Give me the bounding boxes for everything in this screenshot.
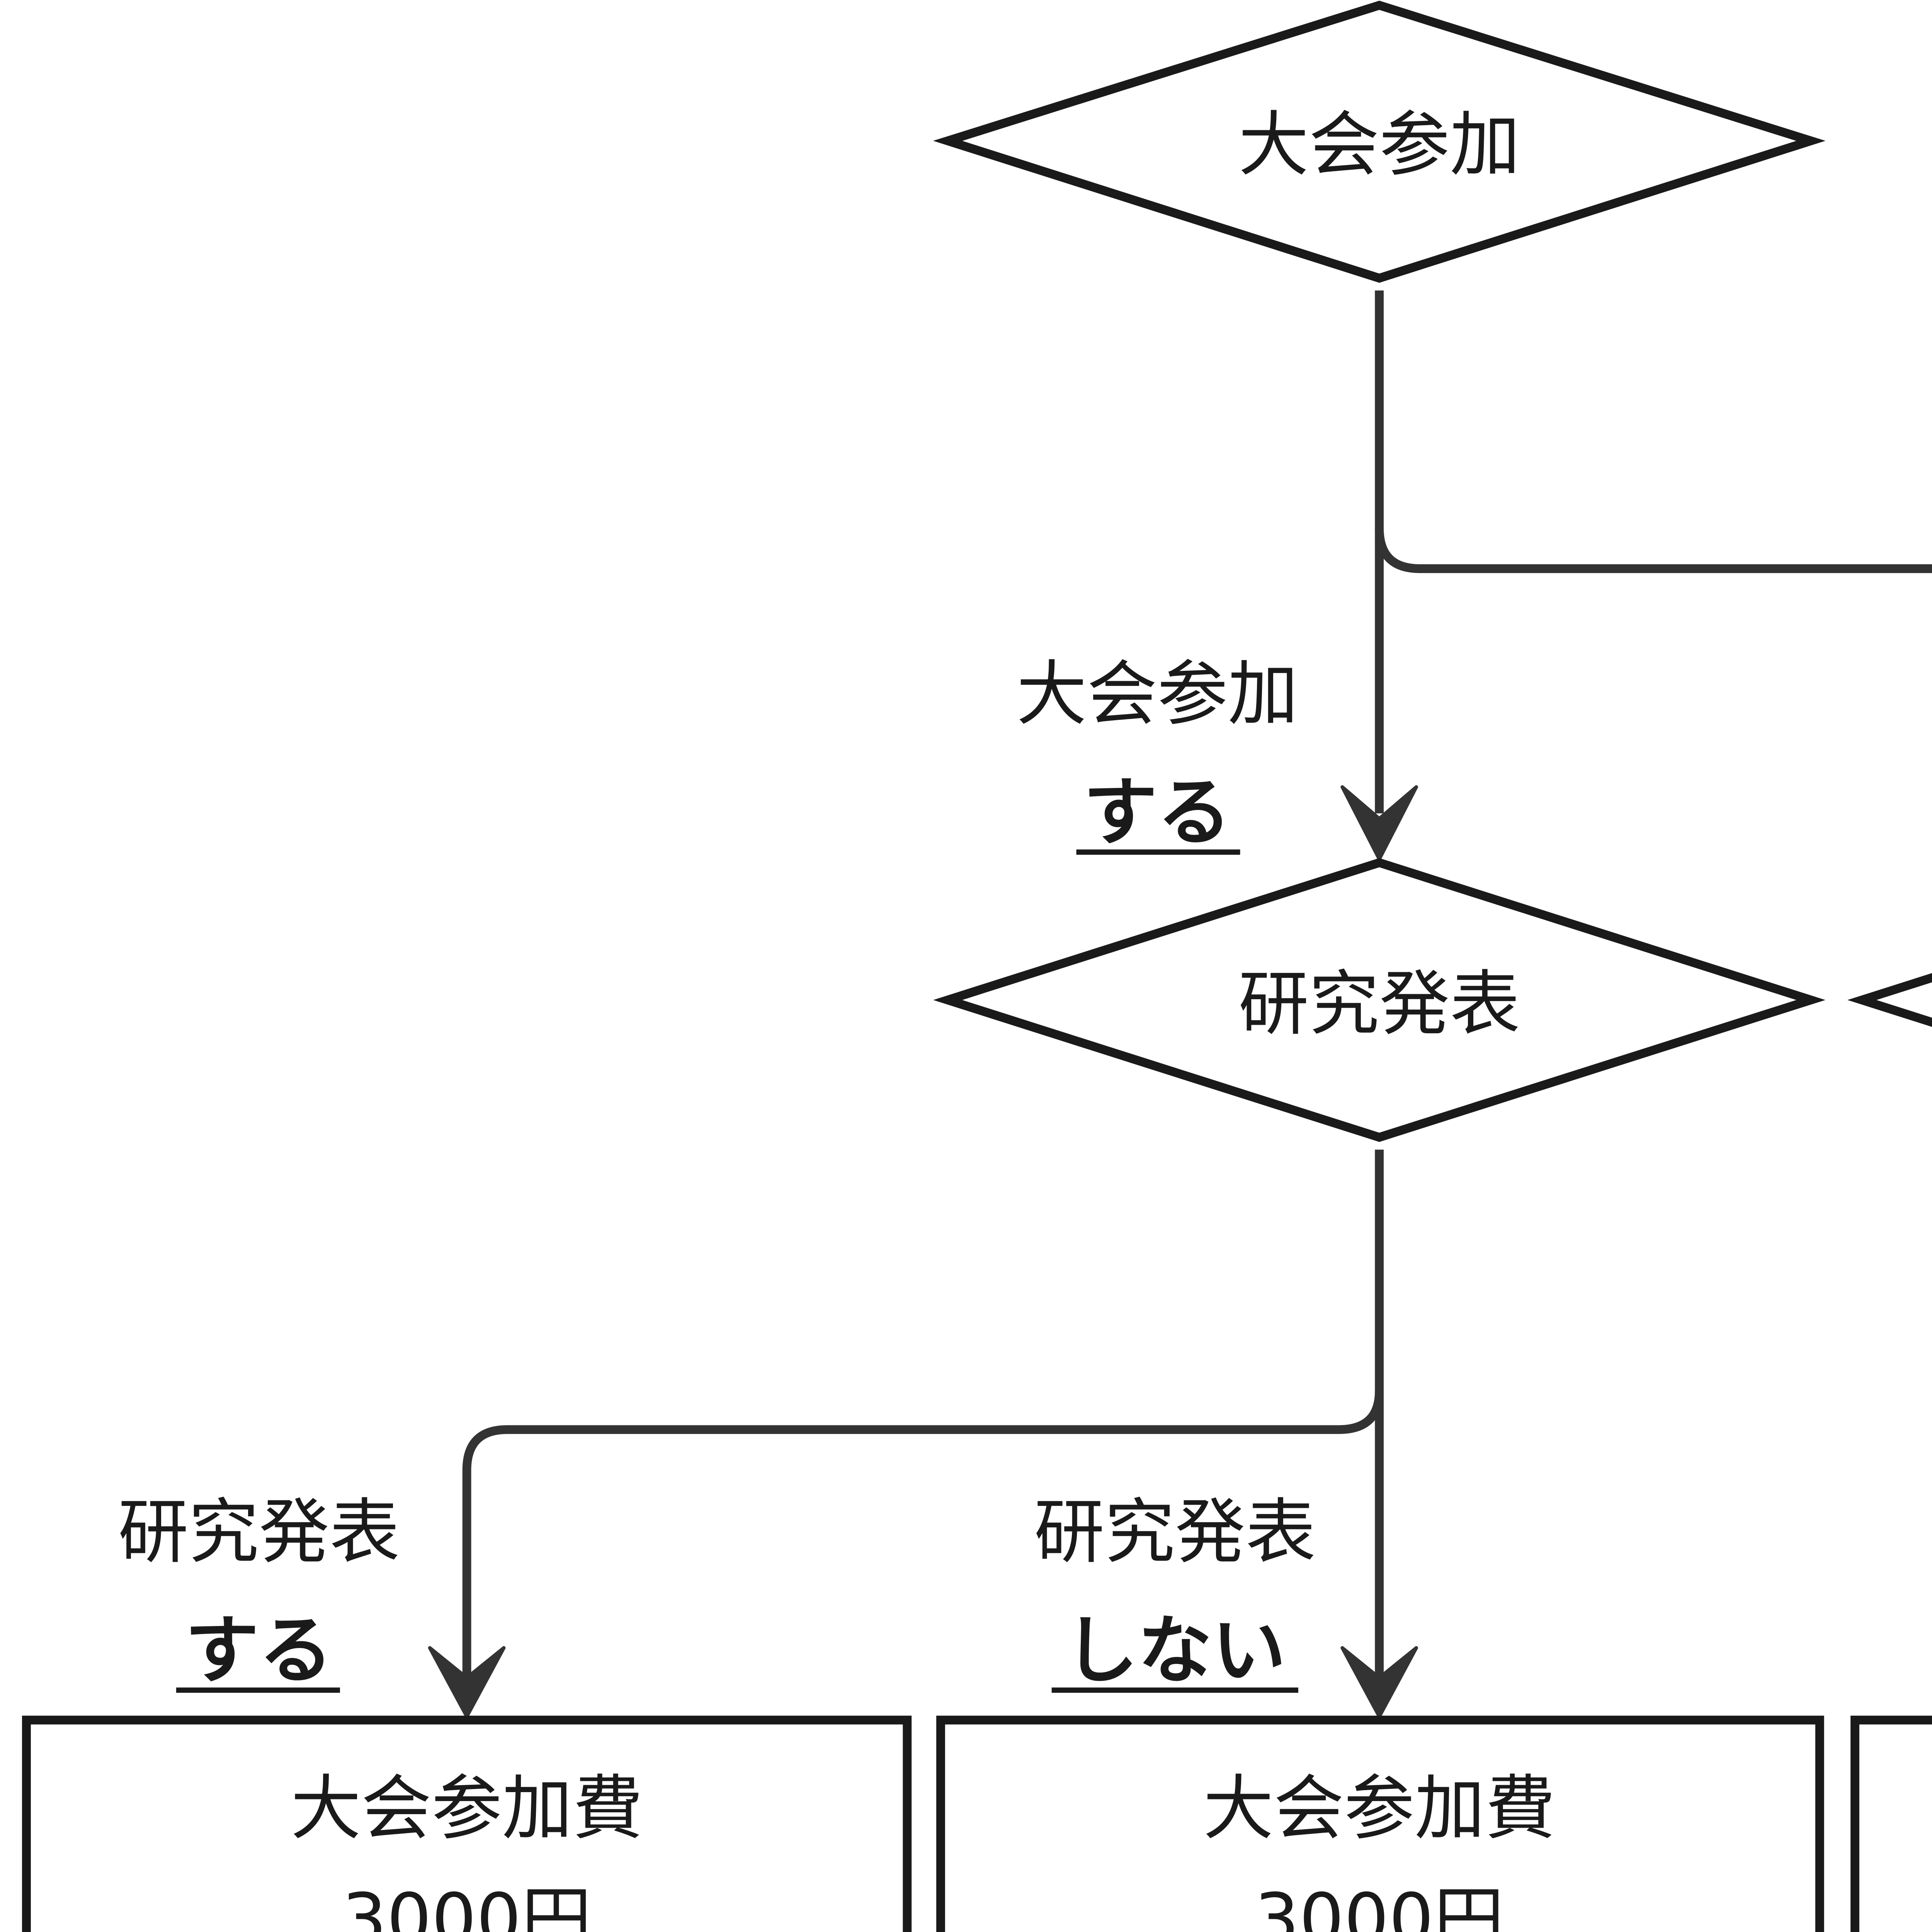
branch-label-line2: しない <box>1064 1608 1286 1694</box>
result-rect <box>1850 1716 1932 1932</box>
branch-label-line1: 大会参加 <box>1929 653 1932 735</box>
result-rect <box>22 1716 912 1932</box>
connector-left-mid-to-box1 <box>462 1391 1384 1687</box>
branch-label-line2: する <box>1083 770 1231 856</box>
branch-label-line1: 研究発表 <box>1034 1491 1316 1573</box>
connectors <box>428 290 1932 1718</box>
result-line1: 大会参加費 <box>291 1767 643 1849</box>
result-line2: 3000円 <box>1254 1878 1504 1932</box>
branch-label-not-attend: 大会参加 しない <box>1929 653 1932 735</box>
arrowhead-left-mid <box>1340 785 1418 861</box>
branch-label-line2: する <box>185 1608 333 1694</box>
branch-label-line1: 研究発表 <box>118 1491 400 1573</box>
result-box-1: 大会参加費 3000円 <box>22 1716 912 1932</box>
decision-label: 大会参加 <box>1238 104 1520 185</box>
branch-label-left-present: 研究発表 する <box>118 1491 400 1694</box>
decision-present-left: 研究発表 <box>933 858 1826 1142</box>
arrowhead-box1 <box>428 1646 506 1718</box>
decision-diamond <box>933 858 1826 1142</box>
result-line2: 3000円 <box>342 1878 592 1932</box>
decision-diamond <box>1847 973 1932 1027</box>
result-line1: 大会参加費 <box>1203 1767 1556 1849</box>
branch-label-left-no-present: 研究発表 しない <box>1034 1491 1316 1694</box>
decision-present-right: 研究発表 <box>1847 973 1932 1027</box>
branch-label-attend: 大会参加 する <box>1016 653 1298 856</box>
connector-start-to-right <box>1375 528 1932 573</box>
result-rect <box>936 1716 1824 1932</box>
decision-label: 研究発表 <box>1238 963 1520 1045</box>
decision-attend-conference: 大会参加 <box>933 0 1826 283</box>
decision-diamond <box>933 0 1826 283</box>
result-box-2: 大会参加費 3000円 <box>936 1716 1824 1932</box>
result-box-3: 研究発表費3000円 （非会員は6000円） <box>1850 1716 1932 1932</box>
arrowhead-box2 <box>1340 1646 1418 1718</box>
branch-label-line1: 大会参加 <box>1016 653 1298 735</box>
